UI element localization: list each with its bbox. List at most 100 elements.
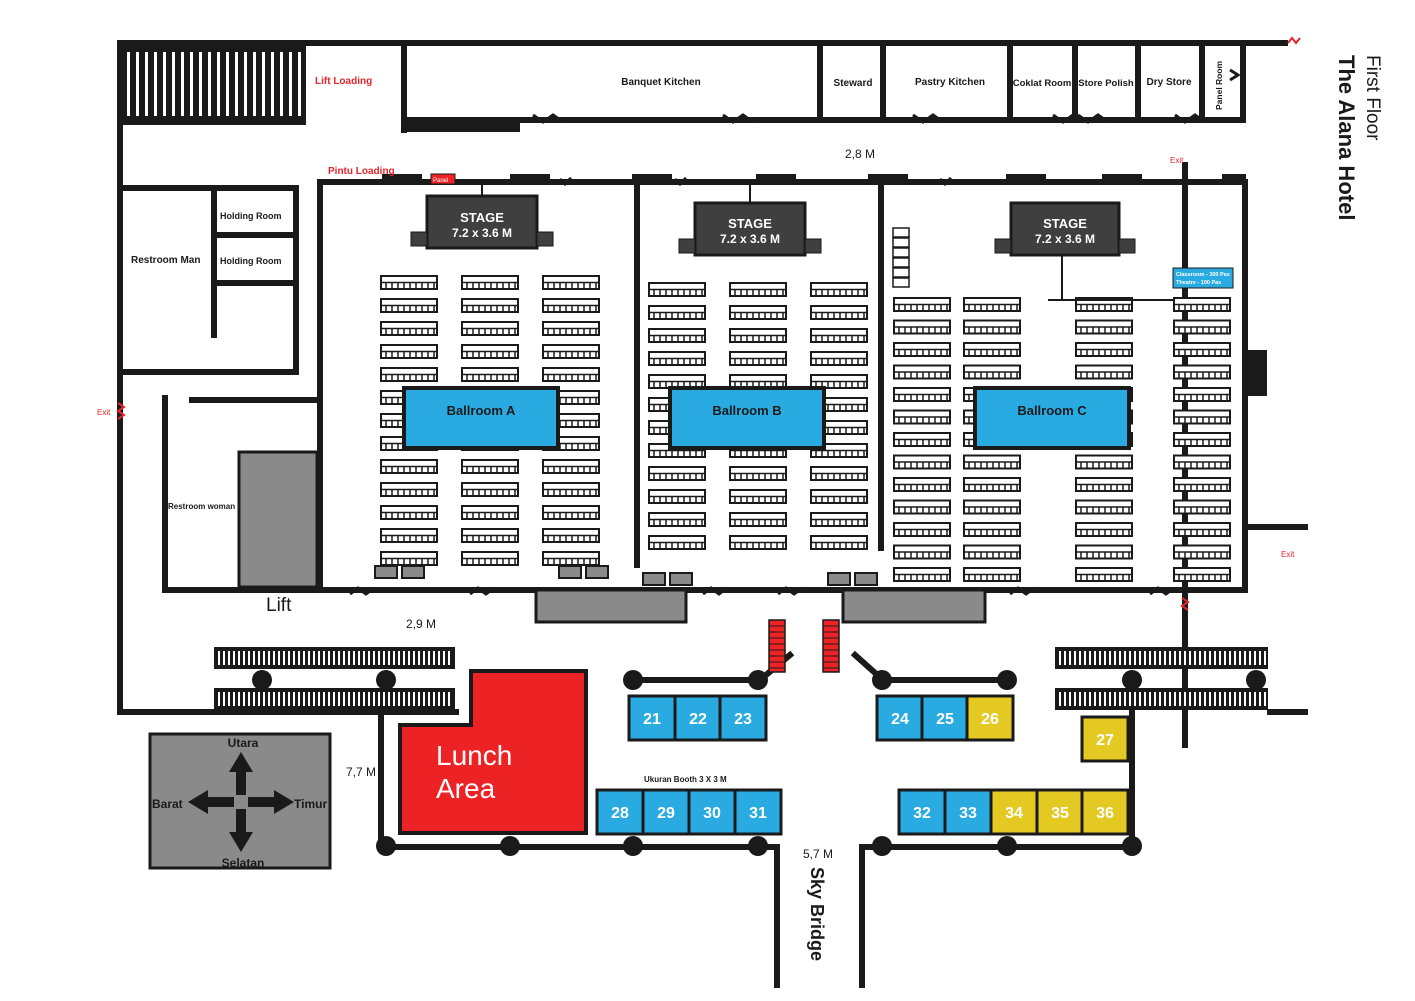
seat-row (648, 512, 706, 527)
seat-row (648, 535, 706, 550)
stage-b: STAGE 7.2 x 3.6 M (678, 182, 822, 257)
seat-row (729, 305, 787, 320)
booth-33[interactable]: 33 (943, 788, 993, 836)
booth-34[interactable]: 34 (989, 788, 1039, 836)
seat-row (380, 528, 438, 543)
compass-east: Timur (294, 797, 327, 811)
booth-32[interactable]: 32 (897, 788, 947, 836)
ballroom-c-label: Ballroom C (1017, 403, 1087, 418)
seat-row (963, 544, 1021, 560)
seat-row (893, 499, 951, 515)
pastry-kitchen-label: Pastry Kitchen (915, 77, 985, 88)
steward-label: Steward (834, 78, 873, 89)
seat-row (1173, 432, 1231, 447)
seat-row (648, 489, 706, 504)
capacity-theatre: Theatre - 100 Pax (1176, 280, 1222, 286)
entrance-gate (822, 619, 840, 673)
column (1122, 836, 1142, 856)
seat-row (461, 551, 519, 566)
seat-row (729, 535, 787, 550)
booth-26[interactable]: 26 (965, 694, 1015, 742)
seat-row (893, 387, 951, 402)
seat-row (461, 344, 519, 359)
seat-row (893, 567, 951, 582)
seat-row (380, 275, 438, 290)
stage-a-size: 7.2 x 3.6 M (452, 226, 512, 240)
booth-27[interactable]: 27 (1080, 715, 1130, 763)
lunch-label-2: Area (436, 773, 496, 804)
panel-small-label: Panel (433, 178, 448, 184)
booth-21[interactable]: 21 (627, 694, 677, 742)
exit-west-label: Exit (97, 408, 111, 417)
booth-35[interactable]: 35 (1035, 788, 1085, 836)
stage-b-name: STAGE (728, 216, 772, 231)
seat-row (461, 528, 519, 543)
seat-row (1173, 477, 1231, 492)
booth-number: 34 (1005, 805, 1023, 822)
lunch-area: Lunch Area (398, 669, 588, 835)
seat-row (729, 466, 787, 481)
seat-row (648, 466, 706, 481)
column (997, 670, 1017, 690)
seat-row (963, 297, 1021, 312)
booth-24[interactable]: 24 (875, 694, 925, 742)
booth-number: 27 (1096, 732, 1114, 749)
seat-row (1173, 454, 1231, 470)
booth-number: 33 (959, 805, 977, 822)
seat-row (648, 305, 706, 320)
seat-row (461, 298, 519, 313)
booth-29[interactable]: 29 (641, 788, 691, 836)
seat-row (1075, 454, 1133, 470)
seat-row (893, 319, 951, 335)
seat-row (893, 522, 951, 537)
seat-row (380, 459, 438, 474)
booth-size-label: Ukuran Booth 3 X 3 M (644, 775, 727, 784)
banquet-kitchen-label: Banquet Kitchen (621, 77, 700, 88)
lift-label: Lift (266, 595, 292, 616)
stage-a: STAGE 7.2 x 3.6 M (410, 182, 554, 250)
compass-north: Utara (228, 736, 259, 750)
booth-number: 22 (689, 711, 707, 728)
booth-number: 36 (1096, 805, 1114, 822)
column (252, 670, 272, 690)
booth-22[interactable]: 22 (673, 694, 723, 742)
seat-row (1075, 544, 1133, 560)
seat-row (893, 297, 951, 312)
column (623, 670, 643, 690)
booth-28[interactable]: 28 (595, 788, 645, 836)
columns (252, 670, 1266, 856)
stage-c-name: STAGE (1043, 216, 1087, 231)
booth-23[interactable]: 23 (718, 694, 768, 742)
column (748, 670, 768, 690)
seat-row (1173, 342, 1231, 357)
booth-number: 26 (981, 711, 999, 728)
column (623, 836, 643, 856)
stage-c: STAGE 7.2 x 3.6 M (994, 201, 1175, 301)
booth-36[interactable]: 36 (1080, 788, 1130, 836)
column (1246, 670, 1266, 690)
seat-row (963, 364, 1021, 380)
booth-31[interactable]: 31 (733, 788, 783, 836)
dim-corridor: 2,9 M (406, 617, 436, 631)
seat-row (542, 459, 600, 474)
seat-row (893, 432, 951, 447)
booth-number: 31 (749, 805, 767, 822)
store-polish-label: Store Polish (1078, 78, 1134, 89)
ballroom-labels: Ballroom A Ballroom B Ballroom C (402, 386, 1131, 450)
seat-row (963, 567, 1021, 582)
seat-row (810, 512, 868, 527)
seat-row (542, 505, 600, 520)
booth-25[interactable]: 25 (920, 694, 970, 742)
door-markers (349, 68, 1241, 596)
dim-left: 7,7 M (346, 765, 376, 779)
booth-number: 28 (611, 805, 629, 822)
entrance-gate (768, 619, 786, 673)
seat-row (461, 482, 519, 497)
booth-number: 30 (703, 805, 721, 822)
booth-30[interactable]: 30 (687, 788, 737, 836)
seat-row (1075, 477, 1133, 492)
seat-row (1075, 522, 1133, 537)
seat-row (810, 282, 868, 297)
